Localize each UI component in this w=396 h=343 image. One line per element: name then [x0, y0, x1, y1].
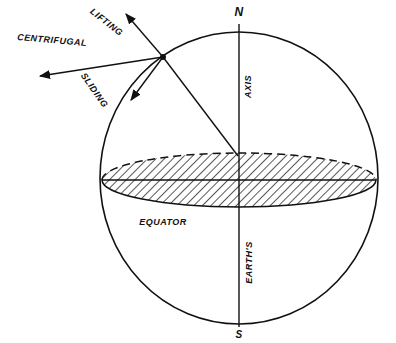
- radius-line: [163, 57, 238, 156]
- centrifugal-arrow: [40, 57, 163, 76]
- force-label: CENTRIFUGAL: [17, 32, 88, 47]
- earth-axis: [238, 24, 239, 327]
- force-label: SLIDING: [79, 71, 109, 109]
- axis-label: AXIS: [244, 74, 253, 97]
- sliding-arrow: [131, 57, 163, 100]
- equator-label: EQUATOR: [139, 218, 187, 227]
- force-label: LIFTING: [88, 7, 124, 38]
- axis-label: EARTH'S: [244, 241, 253, 283]
- pole-label: S: [235, 330, 242, 340]
- pole-label: N: [234, 6, 243, 18]
- lifting-arrow: [126, 14, 163, 57]
